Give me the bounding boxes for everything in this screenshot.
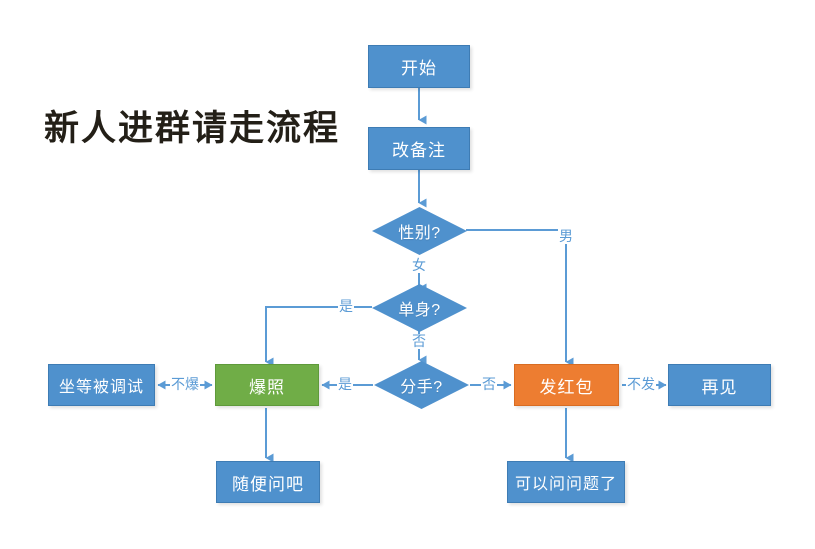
edge-label-breakup-yes: 是 bbox=[337, 376, 353, 392]
node-single-label: 单身? bbox=[398, 302, 441, 319]
node-change-note[interactable]: 改备注 bbox=[368, 127, 470, 170]
node-show-photo-label: 爆照 bbox=[249, 377, 285, 397]
node-wait-debug[interactable]: 坐等被调试 bbox=[48, 364, 155, 406]
node-breakup-decision[interactable]: 分手? bbox=[374, 361, 469, 409]
node-send-redpacket[interactable]: 发红包 bbox=[514, 364, 619, 406]
node-show-photo[interactable]: 爆照 bbox=[215, 364, 319, 406]
node-start[interactable]: 开始 bbox=[368, 45, 470, 88]
edge-label-male: 男 bbox=[558, 228, 574, 244]
edge-label-female: 女 bbox=[411, 257, 427, 273]
node-can-ask-question-label: 可以问问题了 bbox=[514, 476, 617, 493]
node-ask-anything-label: 随便问吧 bbox=[232, 474, 304, 494]
diamond-shape-gender bbox=[372, 207, 467, 255]
node-goodbye[interactable]: 再见 bbox=[668, 364, 771, 406]
node-breakup-label: 分手? bbox=[400, 379, 443, 396]
node-wait-debug-label: 坐等被调试 bbox=[58, 379, 144, 396]
edge-gender-male-to-redpacket bbox=[466, 229, 574, 367]
node-single-decision[interactable]: 单身? bbox=[372, 284, 467, 332]
edge-label-breakup-no: 否 bbox=[481, 376, 497, 392]
diamond-shape-breakup bbox=[374, 361, 469, 409]
edge-label-single-no: 否 bbox=[411, 333, 427, 349]
edge-label-no-send: 不发 bbox=[626, 376, 656, 392]
diamond-shape-single bbox=[372, 284, 467, 332]
node-send-redpacket-label: 发红包 bbox=[539, 377, 594, 397]
edge-single-yes-to-show-photo bbox=[265, 306, 372, 367]
edge-label-no-photo: 不爆 bbox=[170, 376, 200, 392]
node-change-note-label: 改备注 bbox=[392, 141, 446, 160]
node-goodbye-label: 再见 bbox=[701, 377, 738, 397]
edge-label-single-yes: 是 bbox=[338, 298, 354, 314]
node-can-ask-question[interactable]: 可以问问题了 bbox=[507, 461, 625, 503]
node-ask-anything[interactable]: 随便问吧 bbox=[216, 461, 320, 503]
node-start-label: 开始 bbox=[401, 59, 437, 78]
page-title: 新人进群请走流程 bbox=[44, 109, 341, 148]
node-gender-label: 性别? bbox=[398, 225, 441, 242]
node-gender-decision[interactable]: 性别? bbox=[372, 207, 467, 255]
